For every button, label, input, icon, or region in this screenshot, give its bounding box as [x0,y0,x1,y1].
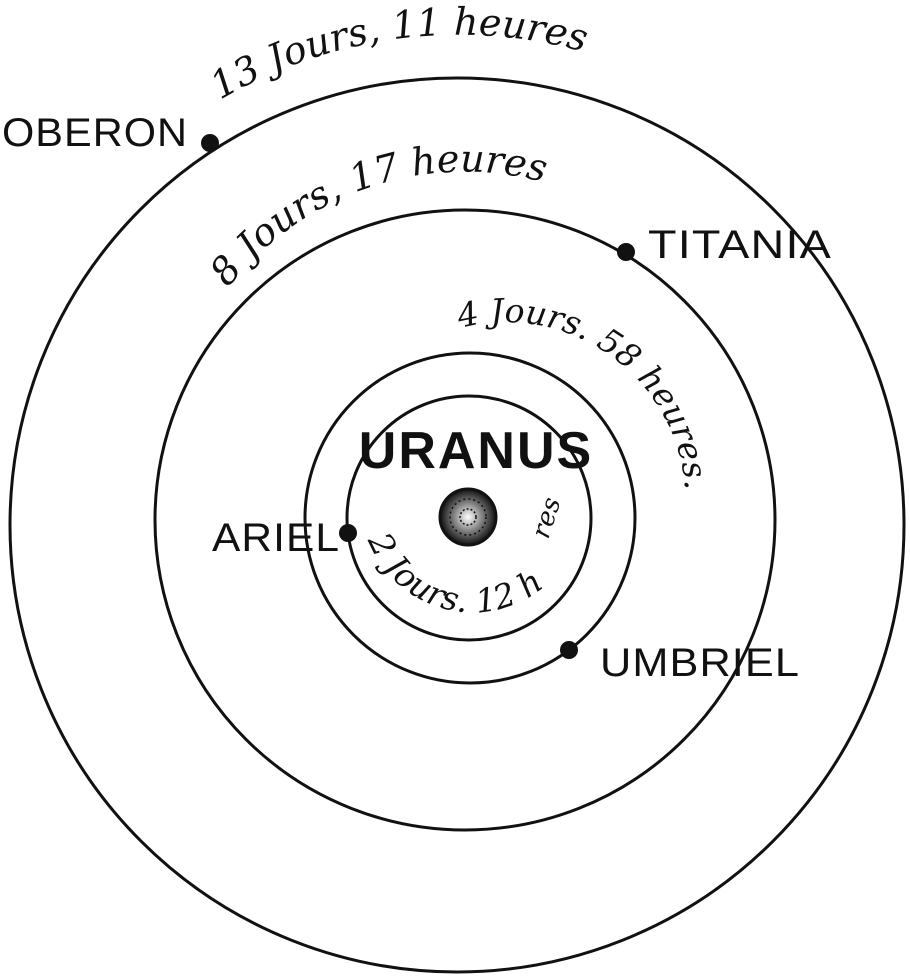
ariel-period-superscript: res [526,494,567,542]
ariel-orbit [345,394,593,642]
oberon-marker [201,134,219,152]
titania-label: TITANIA [648,223,832,267]
ariel-label: ARIEL [212,516,340,560]
oberon-label: OBERON [2,111,188,155]
titania-marker [617,243,635,261]
umbriel-orbit [303,351,637,685]
titania-period-label: 8 Jours, 17 heures [201,136,552,293]
oberon-orbit [8,76,906,974]
titania-orbit [153,208,777,832]
oberon-period-label: 13 Jours, 11 heures [203,0,593,108]
oberon-period-text: 13 Jours, 11 heures [203,0,593,108]
umbriel-marker [560,641,578,659]
ariel-marker [339,524,357,542]
umbriel-label: UMBRIEL [600,641,800,685]
planet-name: URANUS [359,422,593,480]
uranus-planet [438,487,498,547]
titania-period-text: 8 Jours, 17 heures [201,136,552,293]
